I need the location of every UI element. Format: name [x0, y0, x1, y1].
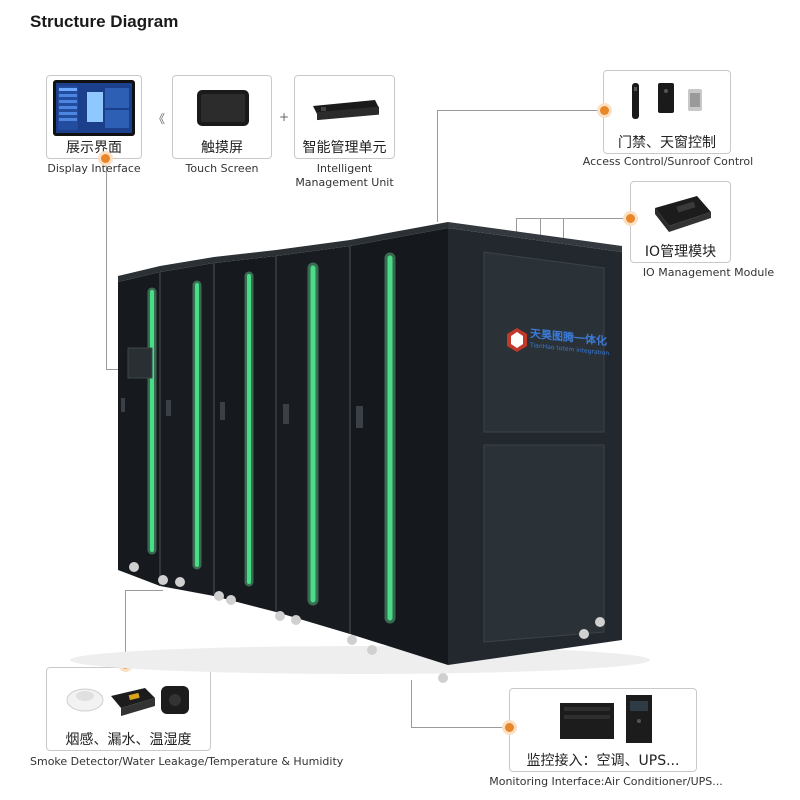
connector-dot [505, 723, 514, 732]
connector-line [106, 369, 122, 370]
sensors-label-zh: 烟感、漏水、温湿度 [65, 732, 192, 748]
monitoring-card: 监控接入：空调、UPS... [509, 688, 697, 772]
management-unit-label-zh: 智能管理单元 [302, 140, 387, 156]
plus-symbol: + [279, 110, 290, 124]
connector-line [437, 110, 438, 222]
page-title: Structure Diagram [30, 12, 179, 31]
sensors-label-en: Smoke Detector/Water Leakage/Temperature… [30, 755, 344, 768]
separator-symbol: 《 [153, 112, 166, 126]
monitoring-label-zh: 监控接入：空调、UPS... [526, 753, 680, 769]
access-control-label-en: Access Control/Sunroof Control [582, 155, 754, 168]
connector-line [125, 590, 126, 665]
touch-screen-image [197, 90, 249, 126]
connector-line [516, 218, 630, 219]
connector-dot [600, 106, 609, 115]
display-interface-label-en: Display Interface [47, 162, 141, 175]
connector-line [437, 110, 605, 111]
connector-dot [121, 660, 130, 669]
access-control-label-zh: 门禁、天窗控制 [618, 135, 716, 151]
touch-screen-label-zh: 触摸屏 [201, 140, 243, 156]
display-interface-label-zh: 展示界面 [66, 140, 122, 156]
access-control-card: 门禁、天窗控制 [603, 70, 731, 154]
io-module-label-en: IO Management Module [642, 266, 775, 279]
connector-line [411, 727, 509, 728]
sensors-image [66, 686, 189, 716]
io-module-card: IO管理模块 [630, 181, 731, 263]
monitoring-image [560, 695, 652, 743]
io-module-image [655, 196, 711, 232]
monitoring-label-en: Monitoring Interface:Air Conditioner/UPS… [489, 775, 723, 788]
management-unit-label-en-line1: Intelligent [316, 162, 373, 175]
access-control-image [632, 83, 702, 119]
connector-line [563, 218, 564, 246]
management-unit-label-en-line2: Management Unit [295, 176, 394, 189]
connector-dot [626, 214, 635, 223]
connector-line [540, 218, 541, 242]
management-unit-image [313, 100, 379, 121]
connector-line [411, 680, 412, 727]
io-module-label-zh: IO管理模块 [644, 244, 717, 260]
touch-screen-label-en: Touch Screen [185, 162, 259, 175]
display-screen-image [53, 80, 135, 136]
connector-line [106, 158, 107, 370]
connector-line [516, 218, 517, 240]
management-unit-card: 智能管理单元 [294, 75, 395, 159]
sensors-card: 烟感、漏水、温湿度 [46, 667, 211, 751]
touch-screen-card: 触摸屏 [172, 75, 272, 159]
display-interface-card: 展示界面 [46, 75, 142, 159]
connector-dot [101, 154, 110, 163]
connector-line [125, 590, 163, 591]
